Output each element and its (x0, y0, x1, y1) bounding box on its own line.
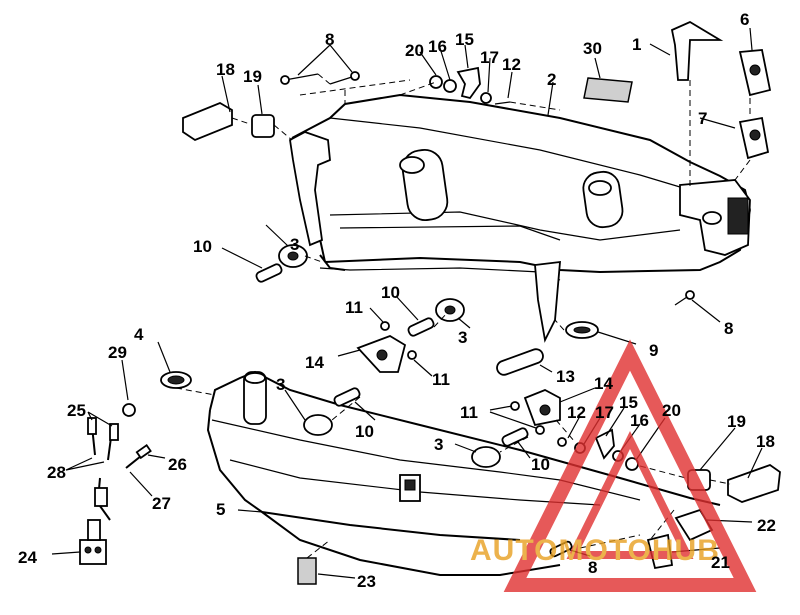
callout-label-8: 8 (588, 558, 597, 577)
callout-label-3: 3 (290, 235, 299, 254)
upper-cover-part (289, 93, 751, 343)
callout-label-3: 3 (458, 328, 467, 347)
callout-label-3: 3 (276, 375, 285, 394)
callout-label-6: 6 (740, 10, 749, 29)
leader-lines (51, 27, 763, 579)
callout-label-11: 11 (345, 298, 363, 317)
watermark-logo: AUTOMOTOHUB (470, 339, 757, 592)
callout-label-12: 12 (502, 55, 521, 74)
callout-label-27: 27 (152, 494, 171, 513)
callout-label-10: 10 (381, 283, 400, 302)
callout-label-24: 24 (18, 548, 37, 567)
callout-label-25: 25 (67, 401, 86, 420)
callout-label-29: 29 (108, 343, 127, 362)
callout-label-2: 2 (547, 70, 556, 89)
callout-label-18: 18 (756, 432, 775, 451)
callout-label-21: 21 (711, 553, 730, 572)
callout-label-8: 8 (325, 30, 334, 49)
callout-label-11: 11 (460, 403, 478, 422)
callout-label-16: 16 (630, 411, 649, 430)
watermark-text: AUTOMOTOHUB (470, 534, 720, 567)
callout-label-30: 30 (583, 39, 602, 58)
callout-label-23: 23 (357, 572, 376, 591)
callout-label-13: 13 (556, 367, 575, 386)
callout-label-10: 10 (531, 455, 550, 474)
callout-label-26: 26 (168, 455, 187, 474)
callout-label-18: 18 (216, 60, 235, 79)
callout-label-7: 7 (698, 109, 707, 128)
callout-label-14: 14 (594, 374, 613, 393)
callout-label-19: 19 (727, 412, 746, 431)
callout-label-8: 8 (724, 319, 733, 338)
callout-label-15: 15 (455, 30, 474, 49)
callout-label-28: 28 (47, 463, 66, 482)
callout-label-1: 1 (632, 35, 641, 54)
callout-label-3: 3 (434, 435, 443, 454)
lower-cover-part (206, 370, 721, 576)
callout-label-16: 16 (428, 37, 447, 56)
callout-label-19: 19 (243, 67, 262, 86)
callout-label-5: 5 (216, 500, 225, 519)
callout-label-22: 22 (757, 516, 776, 535)
callout-label-11: 11 (432, 370, 450, 389)
callout-label-17: 17 (480, 48, 499, 67)
small-parts (79, 20, 781, 585)
callout-label-12: 12 (567, 403, 586, 422)
callout-label-17: 17 (595, 403, 614, 422)
callout-labels: 1233334567888910101010111111121213141415… (18, 10, 776, 591)
callout-label-14: 14 (305, 353, 324, 372)
callout-label-10: 10 (193, 237, 212, 256)
callout-label-20: 20 (662, 401, 681, 420)
callout-label-10: 10 (355, 422, 374, 441)
callout-label-4: 4 (134, 325, 144, 344)
callout-label-9: 9 (649, 341, 658, 360)
alignment-lines (175, 73, 751, 559)
callout-label-20: 20 (405, 41, 424, 60)
callout-label-15: 15 (619, 393, 638, 412)
